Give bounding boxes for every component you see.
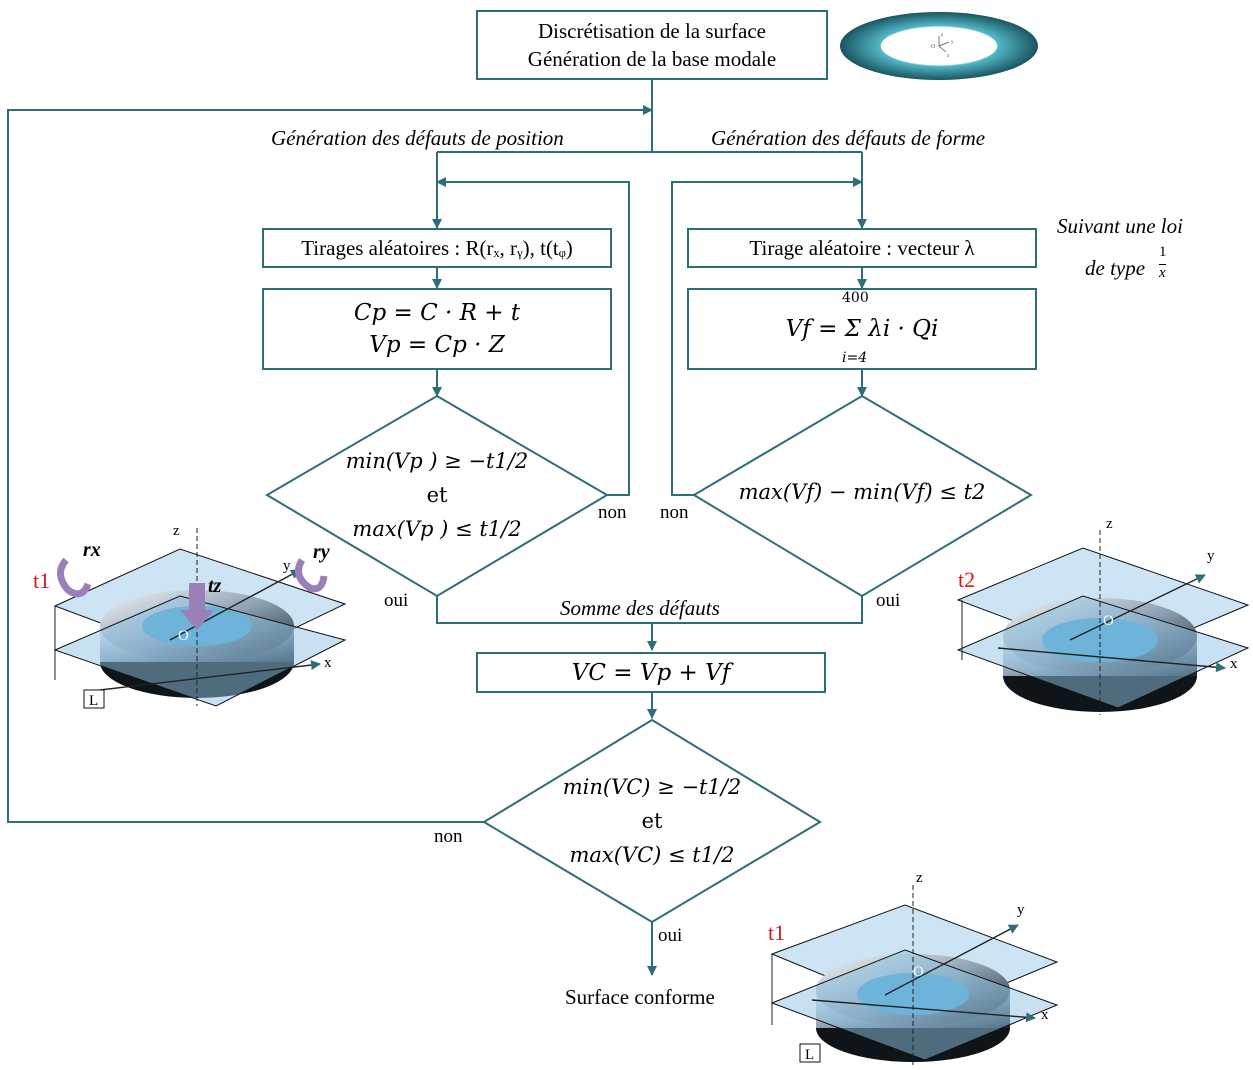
law-frac-den: x bbox=[1159, 264, 1166, 281]
edge-final-non-loop bbox=[7, 105, 653, 823]
position-defect-illustration: t1 rx ry tz z y x O L bbox=[33, 523, 347, 709]
law-label-line2: de type bbox=[1085, 256, 1146, 280]
end-label: Surface conforme bbox=[565, 985, 715, 1009]
sum-box: VC = Vp + Vf bbox=[476, 652, 826, 693]
position-oui-label: oui bbox=[384, 590, 409, 611]
law-frac-num: 1 bbox=[1159, 244, 1167, 260]
edge-form-non-loop bbox=[671, 177, 863, 496]
law-label-line1: Suivant une loi bbox=[1057, 214, 1183, 238]
final-cond-et: et bbox=[641, 809, 663, 833]
form-origin-label: O bbox=[1103, 613, 1114, 629]
mesh-origin-label: O bbox=[931, 44, 936, 50]
position-origin-label: O bbox=[178, 628, 189, 644]
position-y-label: y bbox=[283, 558, 291, 574]
position-z-label: z bbox=[173, 523, 180, 539]
position-t1-label: t1 bbox=[33, 568, 50, 593]
position-branch-label: Génération des défauts de position bbox=[271, 126, 564, 150]
final-oui-label: oui bbox=[658, 925, 683, 946]
position-cond-et: et bbox=[426, 483, 448, 507]
mesh-z-label: z bbox=[941, 33, 944, 38]
position-draw-box: Tirages aléatoires : R(rₓ, rᵧ), t(tᵩ) bbox=[262, 228, 612, 268]
mesh-y-label: y bbox=[951, 40, 954, 45]
position-x-label: x bbox=[324, 655, 332, 671]
final-cond-min: min(VC) ≥ −t1/2 bbox=[562, 775, 742, 799]
edge-merge bbox=[436, 596, 863, 624]
position-l-label: L bbox=[89, 693, 98, 709]
position-formula-box: Cp = C · R + t Vp = Cp · Z bbox=[262, 288, 612, 370]
form-draw-label: Tirage aléatoire : vecteur λ bbox=[749, 236, 975, 260]
conform-l-label: L bbox=[805, 1047, 814, 1063]
position-draw-label: Tirages aléatoires : R(rₓ, rᵧ), t(tᵩ) bbox=[301, 236, 573, 260]
final-non-label: non bbox=[434, 826, 463, 847]
form-sum-lower: i=4 bbox=[842, 350, 868, 366]
position-check-diamond bbox=[265, 394, 609, 598]
conform-z-label: z bbox=[916, 870, 923, 886]
connectors bbox=[7, 80, 867, 976]
form-t2-label: t2 bbox=[958, 567, 975, 592]
form-cond: max(Vf) − min(Vf) ≤ t2 bbox=[738, 480, 986, 504]
form-check-diamond bbox=[692, 394, 1033, 598]
form-x-label: x bbox=[1230, 656, 1238, 672]
final-check-diamond bbox=[482, 718, 822, 924]
conform-x-label: x bbox=[1041, 1007, 1049, 1023]
start-box: Discrétisation de la surface Génération … bbox=[476, 10, 828, 80]
form-non-label: non bbox=[660, 502, 689, 523]
final-condition-text: min(VC) ≥ −t1/2 et max(VC) ≤ t1/2 bbox=[537, 770, 767, 872]
position-cond-min: min(Vp ) ≥ −t1/2 bbox=[345, 449, 529, 473]
start-line2: Génération de la base modale bbox=[527, 47, 777, 71]
form-sum-upper: 400 bbox=[842, 290, 869, 306]
position-tz-label: tz bbox=[208, 575, 222, 597]
form-draw-box: Tirage aléatoire : vecteur λ bbox=[687, 228, 1037, 268]
form-defect-illustration: t2 z y x O bbox=[956, 516, 1250, 715]
form-formula-box: Vf = Σ λi · Qi bbox=[687, 288, 1037, 370]
form-z-label: z bbox=[1106, 516, 1113, 532]
sum-formula: VC = Vp + Vf bbox=[571, 659, 731, 686]
final-cond-max: max(VC) ≤ t1/2 bbox=[569, 843, 735, 867]
sum-branch-label: Somme des défauts bbox=[560, 596, 720, 620]
form-oui-label: oui bbox=[876, 590, 901, 611]
mesh-x-label: x bbox=[947, 54, 950, 59]
position-rx-label: rx bbox=[83, 539, 101, 561]
conform-y-label: y bbox=[1017, 902, 1025, 918]
mesh-ring-illustration: z y x O bbox=[840, 12, 1038, 80]
form-formula: Vf = Σ λi · Qi bbox=[785, 316, 939, 342]
position-ry-label: ry bbox=[313, 541, 330, 563]
start-line1: Discrétisation de la surface bbox=[538, 19, 766, 43]
edge-pos-non-loop bbox=[436, 177, 630, 496]
form-branch-label: Génération des défauts de forme bbox=[711, 126, 986, 150]
form-condition-text: max(Vf) − min(Vf) ≤ t2 bbox=[712, 480, 1012, 504]
conform-surface-illustration: t1 z y x O L bbox=[768, 870, 1059, 1065]
position-cond-max: max(Vp ) ≤ t1/2 bbox=[352, 517, 522, 541]
position-formula-cp: Cp = C · R + t bbox=[353, 300, 521, 326]
conform-origin-label: O bbox=[913, 964, 924, 980]
position-formula-vp: Vp = Cp · Z bbox=[369, 332, 505, 358]
position-condition-text: min(Vp ) ≥ −t1/2 et max(Vp ) ≤ t1/2 bbox=[322, 444, 552, 546]
form-y-label: y bbox=[1207, 548, 1215, 564]
position-non-label: non bbox=[598, 502, 627, 523]
conform-t1-label: t1 bbox=[768, 920, 785, 945]
